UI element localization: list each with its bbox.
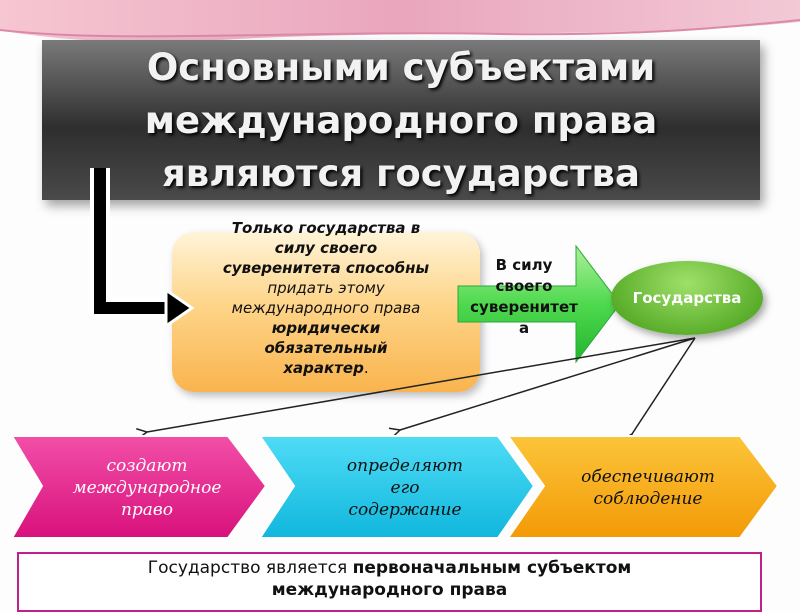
states-label: Государства bbox=[632, 288, 742, 307]
sovereignty-arrow bbox=[457, 244, 621, 364]
chevron-create-line-3: право bbox=[120, 500, 174, 520]
chevron-ensure-label: обеспечивают соблюдение bbox=[548, 466, 748, 510]
note-bold-1: первоначальным субъектом bbox=[352, 558, 632, 578]
chevron-define-line-1: определяют bbox=[346, 456, 464, 476]
chevron-define-line-3: содержание bbox=[348, 500, 462, 520]
title-line-3: являются государства bbox=[162, 151, 640, 195]
chevron-ensure bbox=[506, 435, 780, 539]
chevron-create bbox=[10, 435, 268, 539]
elbow-connector-arrow bbox=[90, 168, 195, 329]
chevron-create-line-1: создают bbox=[106, 456, 188, 476]
title-line-1: Основными субъектами bbox=[146, 45, 656, 89]
sovereignty-line-5: международного права bbox=[231, 299, 421, 317]
chevron-define bbox=[258, 435, 536, 539]
title-banner: Основными субъектами международного прав… bbox=[42, 40, 760, 200]
header-decoration bbox=[0, 0, 800, 43]
chevron-create-label: создают международное право bbox=[52, 455, 242, 521]
fanout-lines bbox=[136, 337, 696, 446]
sovereignty-line-2: силу своего bbox=[274, 239, 378, 257]
sovereignty-text: Только государства в силу своего суверен… bbox=[172, 218, 480, 378]
note-bold-2: международного права bbox=[271, 580, 508, 600]
sovereignty-line-8: характер bbox=[283, 359, 364, 377]
sovereignty-line-4: придать этому bbox=[267, 279, 385, 297]
arrow-label-line-4: а bbox=[518, 319, 530, 337]
note-prefix: Государство является bbox=[147, 558, 353, 578]
chevron-create-line-2: международное bbox=[72, 478, 222, 498]
chevron-define-line-2: его bbox=[390, 478, 420, 498]
arrow-label-line-1: В силу bbox=[495, 256, 553, 274]
chevron-define-label: определяют его содержание bbox=[300, 455, 510, 521]
arrow-label-line-3: суверенитет bbox=[470, 298, 578, 316]
chevron-ensure-line-1: обеспечивают bbox=[581, 467, 715, 487]
states-ellipse: Государства bbox=[611, 261, 763, 335]
chevron-ensure-line-2: соблюдение bbox=[593, 489, 703, 509]
sovereignty-line-6: юридически bbox=[271, 319, 381, 337]
sovereignty-box bbox=[172, 232, 480, 392]
sovereignty-line-8-tail: . bbox=[363, 359, 369, 377]
note-text: Государство является первоначальным субъ… bbox=[17, 557, 762, 601]
arrow-label-line-2: своего bbox=[495, 277, 553, 295]
arrow-label: В силу своего суверенитет а bbox=[458, 255, 590, 339]
sovereignty-line-3: суверенитета способны bbox=[222, 259, 430, 277]
sovereignty-line-7: обязательный bbox=[264, 339, 388, 357]
title-line-2: международного права bbox=[144, 98, 658, 142]
sovereignty-line-1: Только государства в bbox=[231, 219, 421, 237]
